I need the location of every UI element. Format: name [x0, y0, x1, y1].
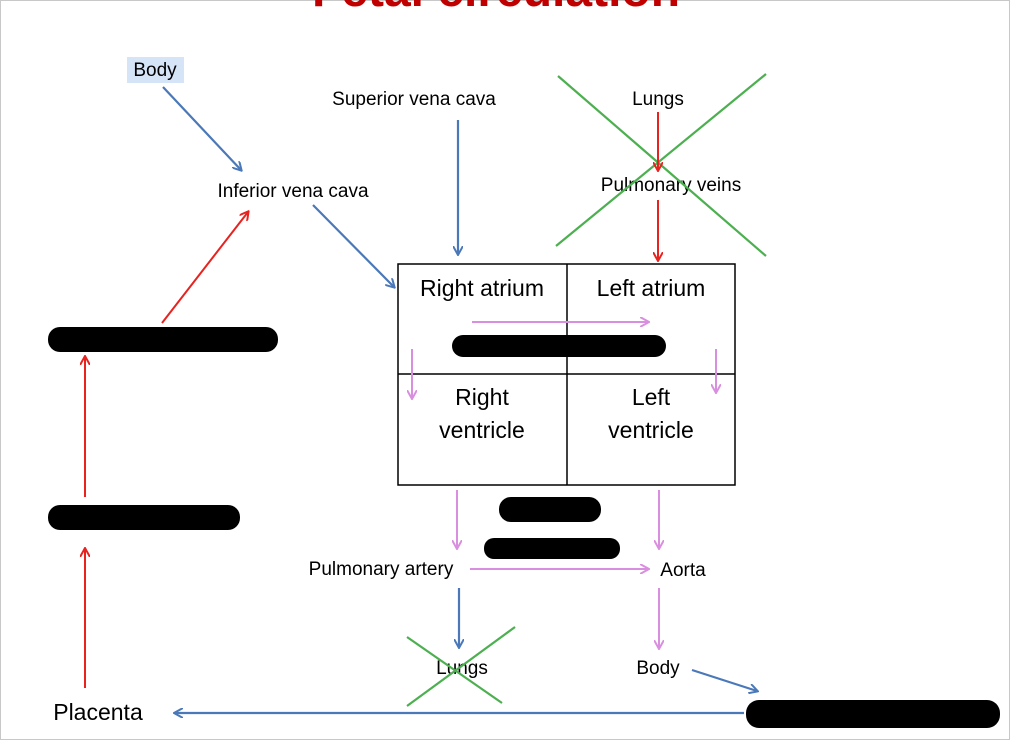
left-atrium-label: Left atrium: [597, 275, 706, 301]
page-title: Fetal circulation: [312, 0, 680, 17]
body-bottom-label: Body: [636, 658, 680, 679]
right-ventricle-label-line2: ventricle: [439, 417, 525, 443]
redacted-ductus-venosus-label: [48, 327, 278, 352]
inferior-vena-cava-label: Inferior vena cava: [217, 181, 368, 202]
body-label-highlight: [127, 57, 184, 83]
ductus-venosus-to-ivc-arrow: [161, 212, 248, 324]
ivc-to-right-atrium-arrow: [312, 204, 394, 287]
superior-vena-cava-label: Superior vena cava: [332, 89, 496, 110]
blocked-lungs-bottom-cross: [406, 626, 516, 707]
pulmonary-artery-label: Pulmonary artery: [309, 559, 454, 580]
lungs-bottom-label: Lungs: [436, 658, 488, 679]
redacted-umbilical-vein-label: [48, 505, 240, 530]
placenta-label: Placenta: [53, 699, 143, 725]
body-top-label: Body: [133, 60, 177, 81]
body-to-ivc-arrow: [162, 86, 241, 170]
redacted-ductus-label: [484, 497, 620, 559]
redacted-foramen-label: [452, 335, 666, 357]
heart-chambers: [397, 263, 736, 486]
right-ventricle-label-line1: Right: [455, 384, 509, 410]
body-to-umbilical-arteries-arrow: [691, 668, 757, 691]
right-atrium-label: Right atrium: [420, 275, 544, 301]
redacted-umbilical-arteries-label: [746, 700, 1000, 728]
left-ventricle-label-line2: ventricle: [608, 417, 694, 443]
lungs-top-label: Lungs: [632, 89, 684, 110]
left-ventricle-label-line1: Left: [632, 384, 671, 410]
aorta-label: Aorta: [660, 560, 706, 581]
